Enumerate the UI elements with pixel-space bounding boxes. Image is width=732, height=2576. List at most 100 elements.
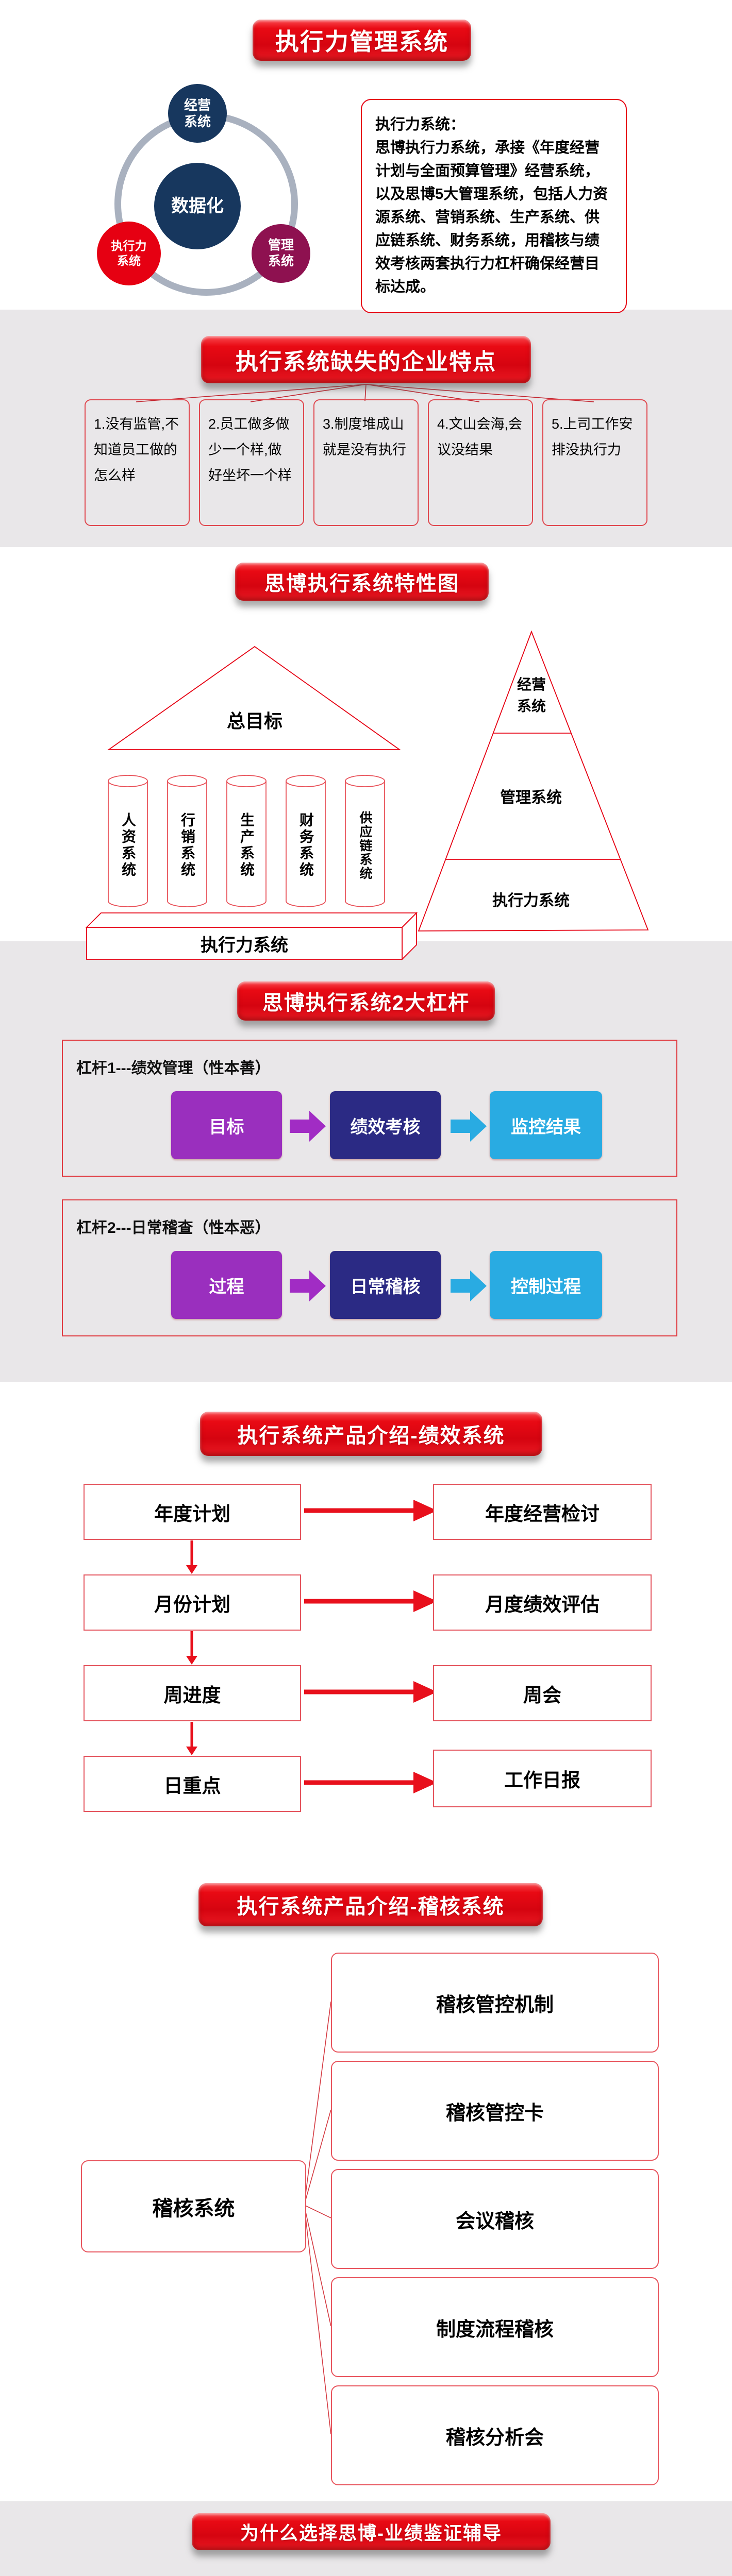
lever2-arrow1-icon	[290, 1270, 326, 1301]
pillar-marketing-text: 行销系统	[179, 812, 195, 878]
section4-title: 思博执行系统2大杠杆	[262, 992, 470, 1014]
flow-left-4-text: 日重点	[163, 1775, 221, 1797]
execution-intro-box: 执行力系统： 思博执行力系统，承接《年度经营计划与全面预算管理》经营系统，以及思…	[361, 99, 627, 313]
section2-title: 执行系统缺失的企业特点	[236, 349, 496, 375]
pillar-production: 生产系统	[227, 788, 266, 903]
pyramid-shape	[418, 630, 649, 931]
flow-left-annual-plan: 年度计划	[84, 1484, 301, 1540]
temple-base-shape	[85, 911, 418, 961]
lever2-arrow2-icon	[451, 1270, 487, 1301]
circle-execution-line1: 执行力	[111, 239, 147, 253]
audit-item-3-text: 会议稽核	[455, 2210, 534, 2232]
section5-title: 执行系统产品介绍-绩效系统	[237, 1425, 505, 1447]
flow-right-monthly-evaluation: 月度绩效评估	[433, 1574, 652, 1631]
section1-title-button: 执行力管理系统	[253, 20, 471, 61]
circle-data-center: 数据化	[154, 163, 241, 249]
circle-data-label: 数据化	[171, 196, 224, 216]
lever1-step2-text: 绩效考核	[350, 1117, 421, 1137]
lever1-arrow2-icon	[451, 1111, 487, 1142]
pyramid-top-line1: 经营	[517, 676, 546, 692]
section2-title-button: 执行系统缺失的企业特点	[201, 336, 531, 383]
lever1-step-monitor: 监控结果	[490, 1091, 602, 1159]
flow-right-annual-review: 年度经营检讨	[433, 1484, 652, 1540]
section3-title: 思博执行系统特性图	[264, 572, 459, 595]
audit-item-1-text: 稽核管控机制	[436, 1994, 554, 2016]
pillar-supply-chain-text: 供应链系统	[358, 810, 372, 880]
pain-point-text-3: 3.制度堆成山就是没有执行	[323, 416, 406, 457]
lever1-step-assessment: 绩效考核	[330, 1091, 441, 1159]
lever1-step3-text: 监控结果	[511, 1117, 581, 1137]
flow-left-weekly-progress: 周进度	[84, 1665, 301, 1721]
fan-lines	[136, 384, 594, 402]
pain-point-text-1: 1.没有监管,不知道员工做的怎么样	[94, 416, 179, 483]
flow-down-arrows	[186, 1540, 197, 1755]
lever2-step2-text: 日常稽核	[350, 1277, 421, 1297]
audit-root-text: 稽核系统	[152, 2197, 235, 2220]
pyramid-top-label: 经营 系统	[490, 670, 573, 721]
section7-title: 为什么选择思博-业绩鉴证辅导	[240, 2522, 502, 2544]
section5-title-button: 执行系统产品介绍-绩效系统	[200, 1412, 542, 1456]
circle-execution-system: 执行力 系统	[97, 222, 161, 285]
pyramid-top-line2: 系统	[517, 698, 546, 714]
lever1-arrow1-icon	[290, 1111, 326, 1142]
lever2-step-process: 过程	[171, 1251, 282, 1319]
lever2-step1-text: 过程	[209, 1277, 244, 1297]
flow-left-2-text: 月份计划	[154, 1594, 230, 1615]
pain-point-box-4: 4.文山会海,会议没结果	[428, 399, 533, 526]
temple-pillars-shapes	[108, 775, 385, 907]
flow-left-3-text: 周进度	[163, 1684, 221, 1706]
temple-roof-shape	[107, 646, 401, 750]
lever1-step-goal: 目标	[171, 1091, 282, 1159]
pyramid-mid-label: 管理系统	[479, 783, 583, 809]
circle-business-system: 经营 系统	[168, 84, 227, 143]
audit-root-box: 稽核系统	[81, 2160, 306, 2252]
audit-item-analysis-meeting: 稽核分析会	[331, 2385, 659, 2485]
flow-right-2-text: 月度绩效评估	[485, 1594, 600, 1615]
lever2-container	[62, 1199, 677, 1336]
pain-point-box-5: 5.上司工作安排没执行力	[542, 399, 647, 526]
pillar-supply-chain: 供应链系统	[345, 786, 385, 905]
lever1-label: 杠杆1---绩效管理（性本善）	[76, 1060, 271, 1077]
section4-title-button: 思博执行系统2大杠杆	[237, 981, 495, 1021]
audit-item-process-audit: 制度流程稽核	[331, 2277, 659, 2377]
pillar-hr: 人资系统	[108, 788, 147, 903]
audit-item-meeting-audit: 会议稽核	[331, 2169, 659, 2269]
lever1-step1-text: 目标	[209, 1117, 244, 1137]
section6-title-button: 执行系统产品介绍-稽核系统	[198, 1883, 543, 1926]
circle-management-line1: 管理	[268, 238, 294, 252]
pillar-finance: 财务系统	[286, 788, 325, 903]
base-text: 执行力系统	[201, 935, 288, 955]
audit-item-2-text: 稽核管控卡	[445, 2102, 544, 2124]
flow-right-4-text: 工作日报	[504, 1770, 580, 1791]
lever2-step-daily-audit: 日常稽核	[330, 1251, 441, 1319]
audit-item-control-mechanism: 稽核管控机制	[331, 1953, 659, 2053]
intro-heading: 执行力系统：	[375, 116, 465, 133]
section3-title-button: 思博执行系统特性图	[235, 563, 489, 601]
section7-title-button: 为什么选择思博-业绩鉴证辅导	[192, 2513, 551, 2550]
pain-point-box-2: 2.员工做多做少一个样,做好坐坏一个样	[199, 399, 304, 526]
pain-point-text-5: 5.上司工作安排没执行力	[552, 416, 633, 457]
pillar-hr-text: 人资系统	[120, 812, 136, 878]
pain-point-box-1: 1.没有监管,不知道员工做的怎么样	[85, 399, 190, 526]
circle-management-system: 管理 系统	[252, 224, 310, 283]
pain-point-text-4: 4.文山会海,会议没结果	[437, 416, 523, 457]
roof-text: 总目标	[226, 710, 282, 732]
lever1-container	[62, 1040, 677, 1177]
temple-base-label: 执行力系统	[87, 927, 402, 959]
flow-left-monthly-plan: 月份计划	[84, 1574, 301, 1631]
circle-execution-line2: 系统	[117, 254, 141, 267]
audit-item-4-text: 制度流程稽核	[436, 2318, 554, 2341]
lever2-label: 杠杆2---日常稽查（性本恶）	[76, 1219, 271, 1236]
intro-body: 思博执行力系统，承接《年度经营计划与全面预算管理》经营系统，以及思博5大管理系统…	[375, 139, 608, 295]
flow-right-weekly-meeting: 周会	[433, 1665, 652, 1721]
temple-roof-label: 总目标	[208, 707, 301, 733]
section1-title: 执行力管理系统	[275, 28, 448, 55]
flow-right-1-text: 年度经营检讨	[485, 1503, 600, 1524]
flow-arrows	[304, 1500, 437, 1793]
pain-point-text-2: 2.员工做多做少一个样,做好坐坏一个样	[208, 416, 292, 483]
flow-right-daily-report: 工作日报	[433, 1750, 652, 1807]
pillar-production-text: 生产系统	[239, 812, 255, 878]
audit-item-control-card: 稽核管控卡	[331, 2061, 659, 2161]
